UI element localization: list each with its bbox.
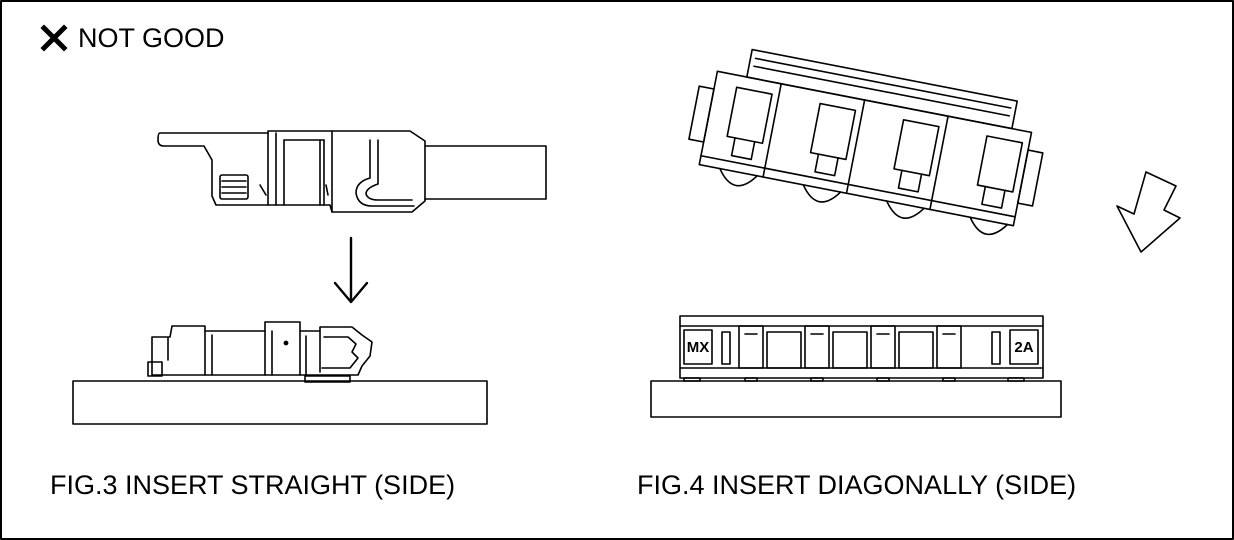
marking-2a: 2A	[1014, 339, 1033, 356]
x-mark-icon	[40, 24, 68, 52]
fig3-receptacle	[147, 321, 373, 383]
fig4-pcb	[650, 380, 1062, 418]
fig4-caption: FIG.4 INSERT DIAGONALLY (SIDE)	[637, 470, 1077, 500]
fig4-plug	[688, 48, 1044, 236]
fig3-plug	[157, 130, 547, 213]
fig4-insert-arrow	[1116, 171, 1181, 253]
not-good-header: NOT GOOD	[40, 18, 225, 58]
fig3-caption: FIG.3 INSERT STRAIGHT (SIDE)	[50, 470, 456, 500]
not-good-label: NOT GOOD	[78, 22, 225, 53]
fig3-pcb	[72, 380, 488, 425]
fig3-insert-arrow	[333, 236, 369, 304]
fig4-receptacle	[679, 315, 1044, 382]
marking-mx: MX	[687, 339, 710, 356]
